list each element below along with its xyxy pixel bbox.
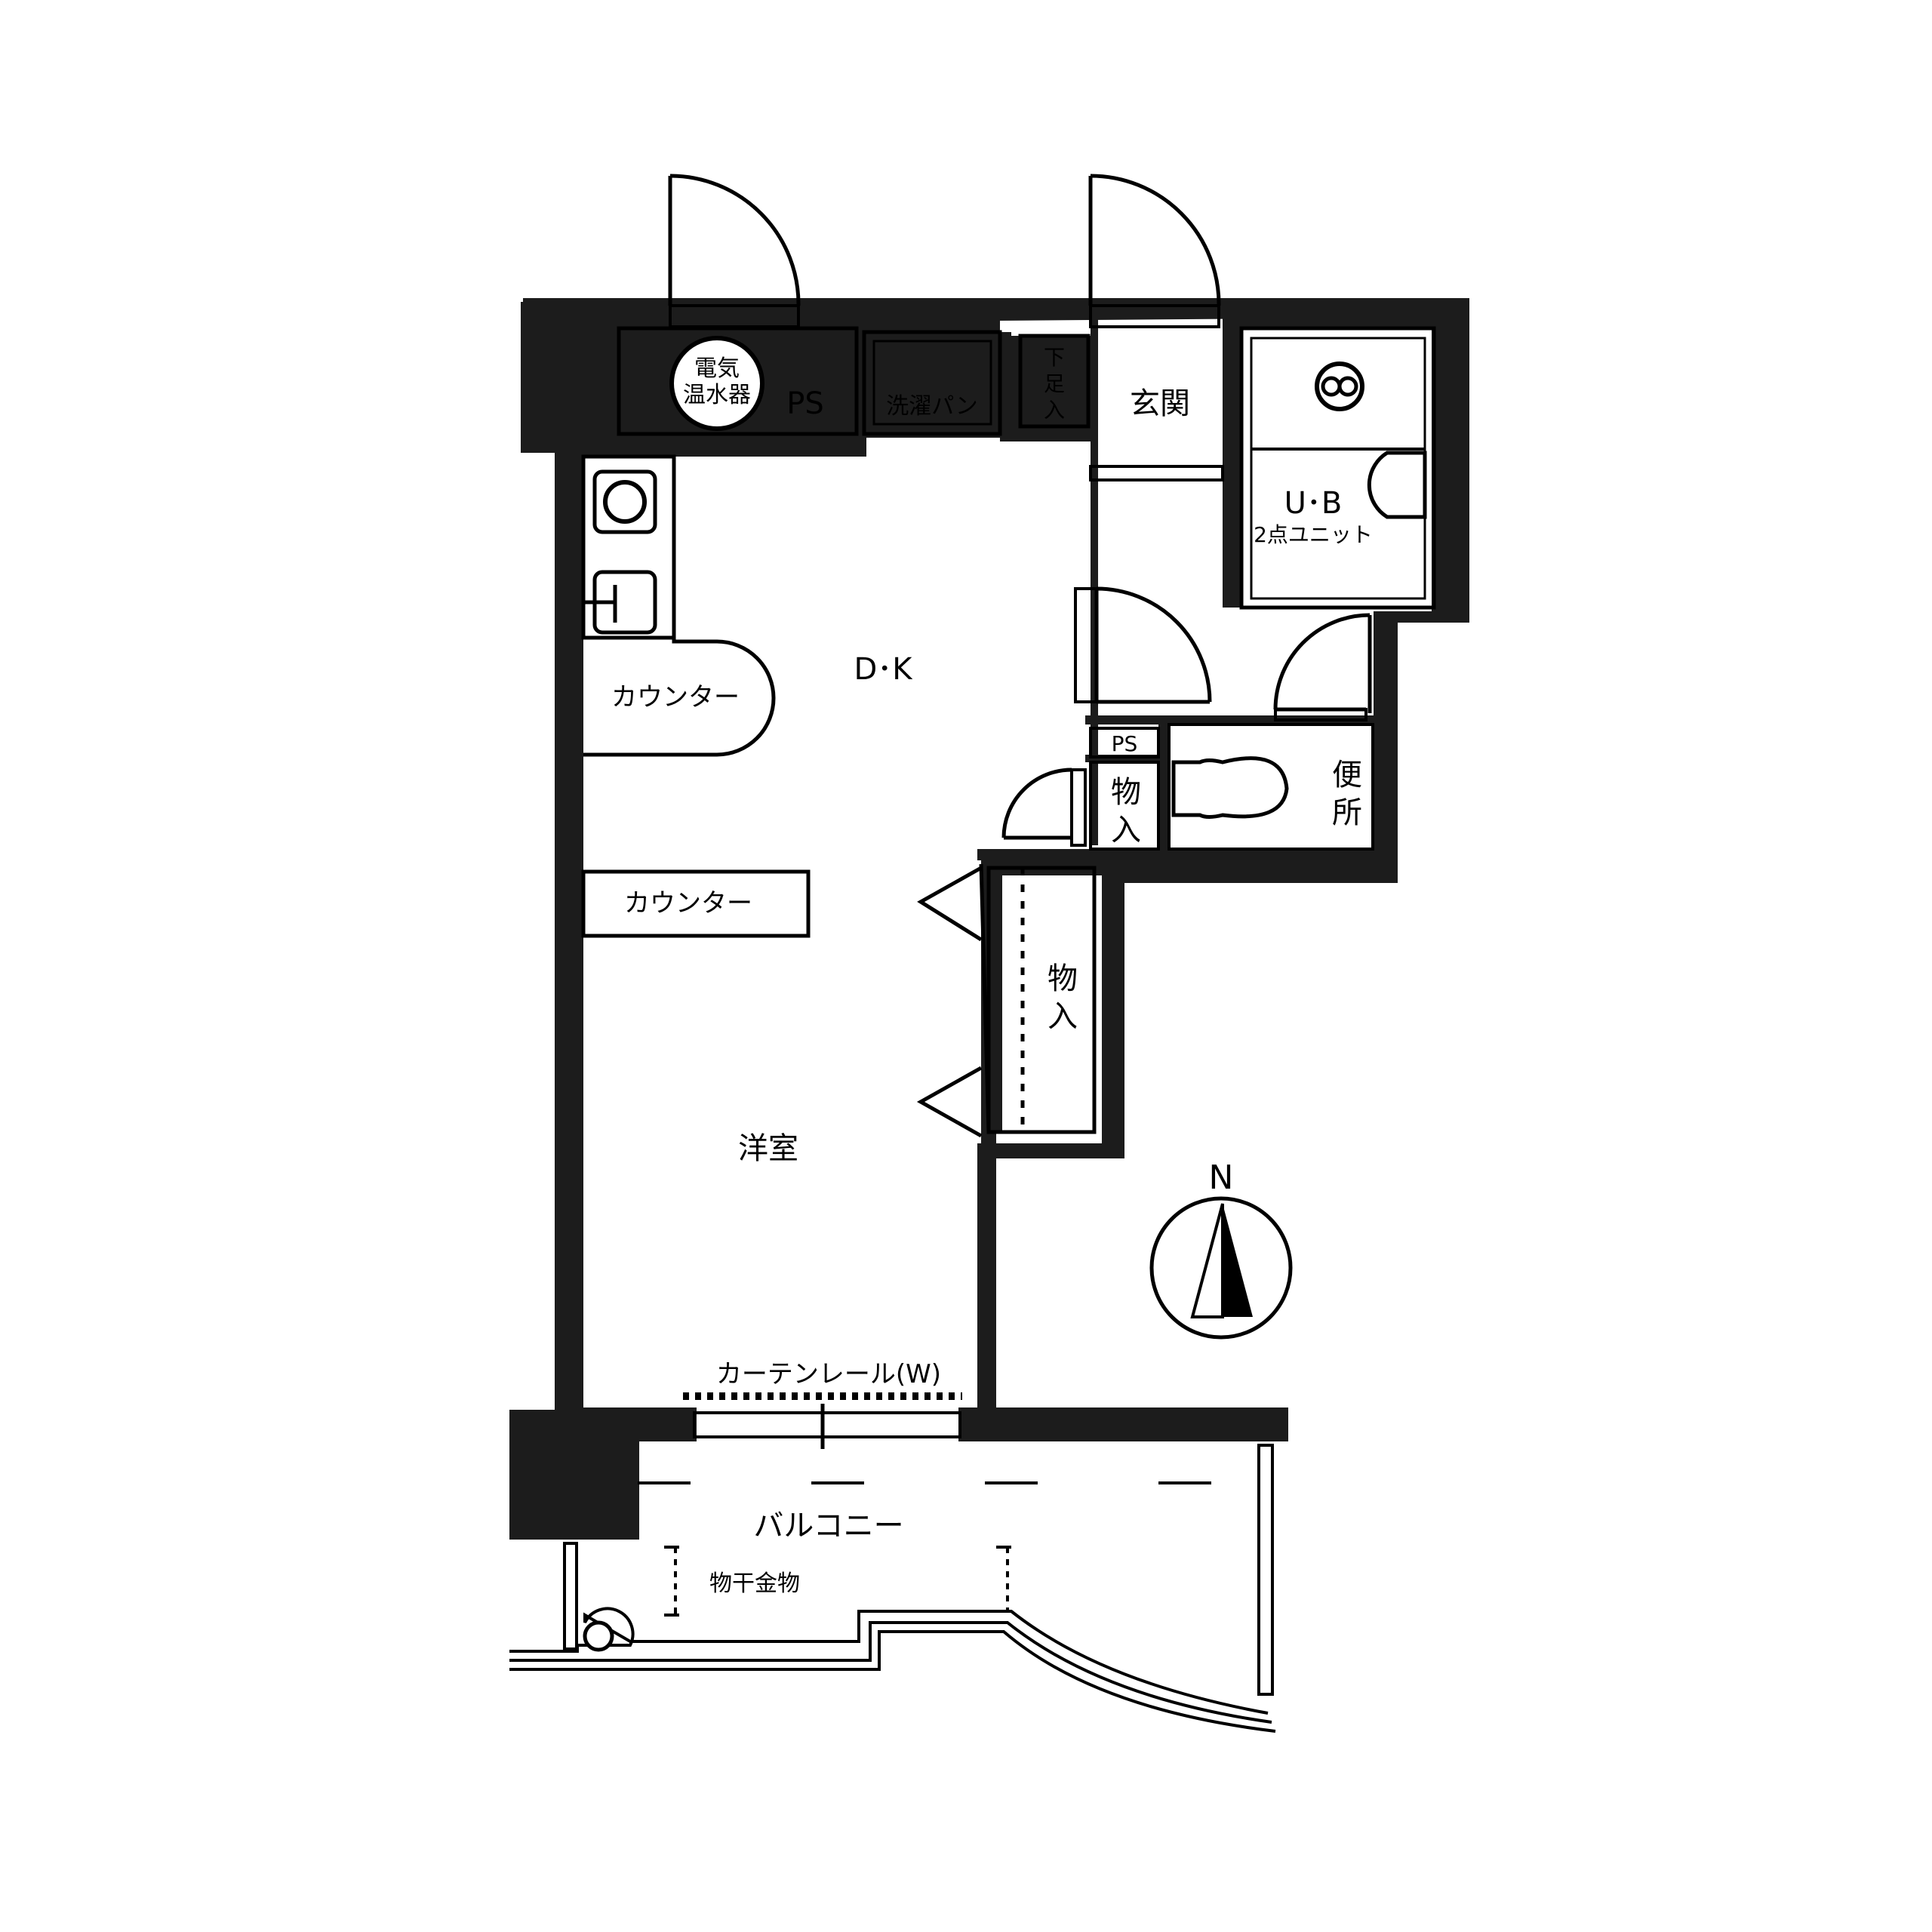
- bath-note-label: 2点ユニット: [1254, 522, 1373, 547]
- balcony: [509, 1392, 1276, 1733]
- closet-box: [986, 866, 1097, 1134]
- wall-toilet-bottom: [981, 849, 1398, 1158]
- storage-small-label-2: 入: [1111, 813, 1141, 848]
- door-dk[interactable]: [1074, 586, 1212, 704]
- water-heater-label-1: 電気: [694, 355, 740, 382]
- toilet-label-2: 所: [1332, 795, 1362, 830]
- labels: 電気 温水器 PS 洗濯パン 下 足 入 玄関 U･B 2点ユニット D･K カ…: [611, 345, 1373, 1597]
- door-closet[interactable]: [916, 863, 991, 1138]
- entrance-step: [1089, 465, 1224, 481]
- shoe-closet-label-3: 入: [1044, 398, 1065, 423]
- washer-pan: [862, 330, 1002, 436]
- clothes-hanger-left: [664, 1546, 679, 1617]
- closet-label-2: 入: [1048, 999, 1078, 1034]
- door-front[interactable]: [1088, 174, 1221, 328]
- wall-entrance-right: [1091, 317, 1098, 845]
- closet-label-1: 物: [1048, 961, 1078, 996]
- toilet-label-1: 便: [1332, 758, 1362, 792]
- counter-2: [581, 869, 811, 938]
- compass-north-label: N: [1209, 1158, 1234, 1197]
- wall-right-upper: [1223, 298, 1469, 623]
- water-heater-icon: [669, 336, 764, 431]
- bath-label: U･B: [1284, 486, 1343, 521]
- washer-pan-label: 洗濯パン: [886, 393, 978, 420]
- ps-box: [617, 326, 859, 436]
- ps-top-label: PS: [786, 386, 824, 421]
- wall-bottom-right: [958, 1407, 1288, 1441]
- faucet-icon: [1315, 361, 1364, 411]
- counter-1: [583, 457, 776, 757]
- compass-arrow-right: [1223, 1204, 1253, 1317]
- drain-icon: [583, 1620, 614, 1652]
- compass: N: [1149, 1158, 1293, 1340]
- shoe-closet: [1018, 334, 1091, 429]
- bath-toilet-icon: [1367, 451, 1427, 519]
- dk-label: D･K: [854, 652, 913, 687]
- balcony-label: バルコニー: [753, 1509, 903, 1543]
- bath-box: [1239, 326, 1436, 610]
- door-bath[interactable]: [1273, 613, 1372, 721]
- interior-outlines: [581, 326, 1436, 1134]
- wall-storage-right: [1158, 724, 1169, 853]
- storage-small-box: [1089, 761, 1160, 851]
- storage-small-label-1: 物: [1111, 775, 1141, 810]
- curtain-rail-label: カーテンレール(W): [716, 1359, 941, 1389]
- door-storage-small[interactable]: [1001, 768, 1087, 847]
- door-ps[interactable]: [668, 174, 801, 328]
- wall-right-mid: [1374, 611, 1398, 883]
- clothes-hanger-label: 物干金物: [709, 1571, 800, 1597]
- shoe-closet-label-2: 足: [1044, 371, 1065, 396]
- wall-bottom-left: [583, 1407, 697, 1441]
- walls: [509, 298, 1469, 1540]
- ps-small-box: [1089, 727, 1160, 758]
- water-heater-label-2: 温水器: [683, 382, 751, 408]
- shoe-closet-label-1: 下: [1044, 345, 1065, 370]
- counter-1-label: カウンター: [611, 682, 740, 712]
- wall-washer-block: [866, 317, 1091, 441]
- counter-2-label: カウンター: [624, 888, 752, 918]
- sliding-window[interactable]: [693, 1411, 961, 1438]
- toilet-icon: [1171, 756, 1289, 819]
- toilet-room: [1168, 723, 1374, 851]
- ps-small-label: PS: [1112, 731, 1138, 756]
- western-room-label: 洋室: [738, 1131, 798, 1166]
- wall-left: [555, 453, 583, 1411]
- wall-ps-top: [1085, 715, 1374, 724]
- entrance-label: 玄関: [1130, 386, 1190, 421]
- clothes-hanger-right: [996, 1546, 1011, 1611]
